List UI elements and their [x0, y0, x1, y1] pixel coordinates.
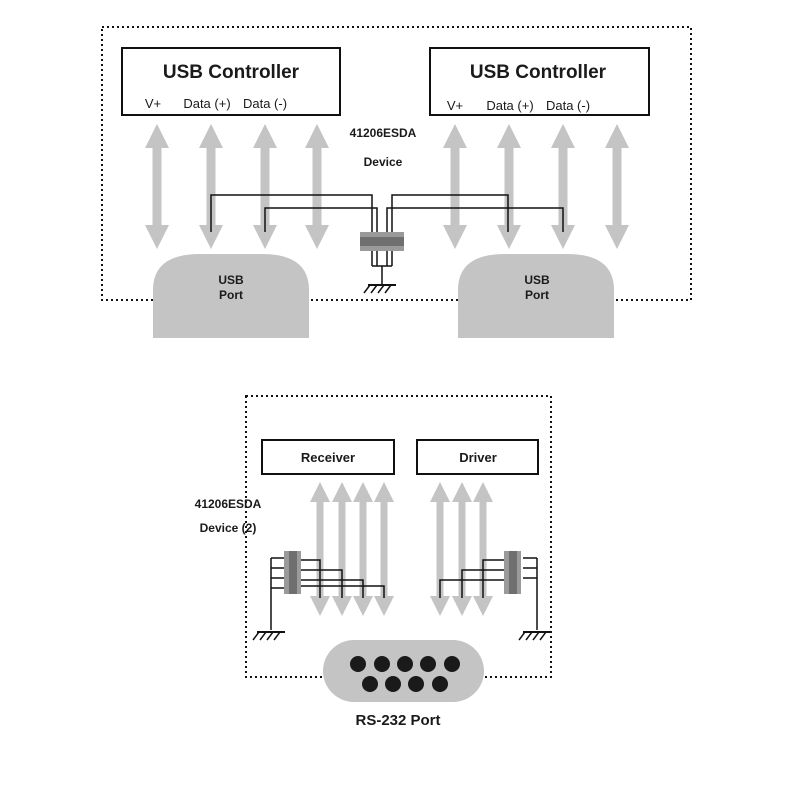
- right-usb-port: USB Port: [458, 254, 614, 338]
- bidirectional-arrow-icon: [473, 482, 493, 616]
- rs232-left-esd-device: [284, 551, 301, 594]
- bidirectional-arrow-icon: [310, 482, 330, 616]
- right-pin-data-minus: Data (-): [546, 98, 590, 113]
- usb-device-label-line1: 41206ESDA: [350, 126, 417, 140]
- db9-pin: [408, 676, 424, 692]
- db9-connector-icon: [323, 640, 484, 702]
- bidirectional-arrow-icon: [253, 124, 277, 249]
- left-port-label-line2: Port: [219, 288, 243, 302]
- left-pin-data-plus: Data (+): [183, 96, 230, 111]
- bidirectional-arrow-icon: [443, 124, 467, 249]
- right-pin-data-plus: Data (+): [486, 98, 533, 113]
- ground-icon: [518, 631, 552, 641]
- db9-pin: [444, 656, 460, 672]
- left-pin-data-minus: Data (-): [243, 96, 287, 111]
- bidirectional-arrow-icon: [353, 482, 373, 616]
- right-controller-title: USB Controller: [470, 62, 607, 83]
- bidirectional-arrow-icon: [605, 124, 629, 249]
- left-pin-vplus: V+: [145, 96, 161, 111]
- bidirectional-arrow-icon: [199, 124, 223, 249]
- right-usb-controller: USB Controller V+ Data (+) Data (-): [429, 47, 650, 116]
- bidirectional-arrow-icon: [452, 482, 472, 616]
- bidirectional-arrow-icon: [145, 124, 169, 249]
- bidirectional-arrow-icon: [551, 124, 575, 249]
- rs232-section-boundary: [245, 395, 552, 678]
- db9-pins: [350, 656, 460, 692]
- rs232-right-esd-wiring: [439, 557, 538, 630]
- rs232-right-esd-device: [504, 551, 521, 594]
- rs232-signal-arrows: [310, 482, 493, 616]
- db9-pin: [385, 676, 401, 692]
- rs232-device-label-line2: Device (2): [200, 521, 257, 535]
- bidirectional-arrow-icon: [332, 482, 352, 616]
- usb-signal-arrows: [145, 124, 629, 249]
- db9-pin: [350, 656, 366, 672]
- rs232-device-label-line1: 41206ESDA: [195, 497, 262, 511]
- db9-pin: [420, 656, 436, 672]
- receiver-label: Receiver: [301, 450, 355, 465]
- db9-pin: [362, 676, 378, 692]
- left-usb-controller: USB Controller V+ Data (+) Data (-): [121, 47, 341, 116]
- usb-esd-wiring: [210, 194, 564, 285]
- ground-icon: [363, 284, 397, 294]
- db9-pin: [397, 656, 413, 672]
- db9-pin: [374, 656, 390, 672]
- left-usb-port: USB Port: [153, 254, 309, 338]
- right-port-label-line2: Port: [525, 288, 549, 302]
- bidirectional-arrow-icon: [430, 482, 450, 616]
- left-port-label-line1: USB: [218, 273, 244, 287]
- bidirectional-arrow-icon: [305, 124, 329, 249]
- receiver-block: Receiver: [261, 439, 395, 475]
- rs232-left-esd-wiring: [270, 557, 385, 630]
- driver-block: Driver: [416, 439, 539, 475]
- bidirectional-arrow-icon: [374, 482, 394, 616]
- usb-esd-device: [360, 232, 404, 251]
- right-port-label-line1: USB: [524, 273, 550, 287]
- left-controller-title: USB Controller: [163, 62, 300, 83]
- db9-pin: [432, 676, 448, 692]
- bidirectional-arrow-icon: [497, 124, 521, 249]
- rs232-port-label: RS-232 Port: [355, 712, 440, 729]
- driver-label: Driver: [459, 450, 497, 465]
- right-pin-vplus: V+: [447, 98, 463, 113]
- usb-section-boundary: [101, 26, 692, 301]
- usb-device-label-line2: Device: [364, 155, 403, 169]
- ground-icon: [252, 631, 286, 641]
